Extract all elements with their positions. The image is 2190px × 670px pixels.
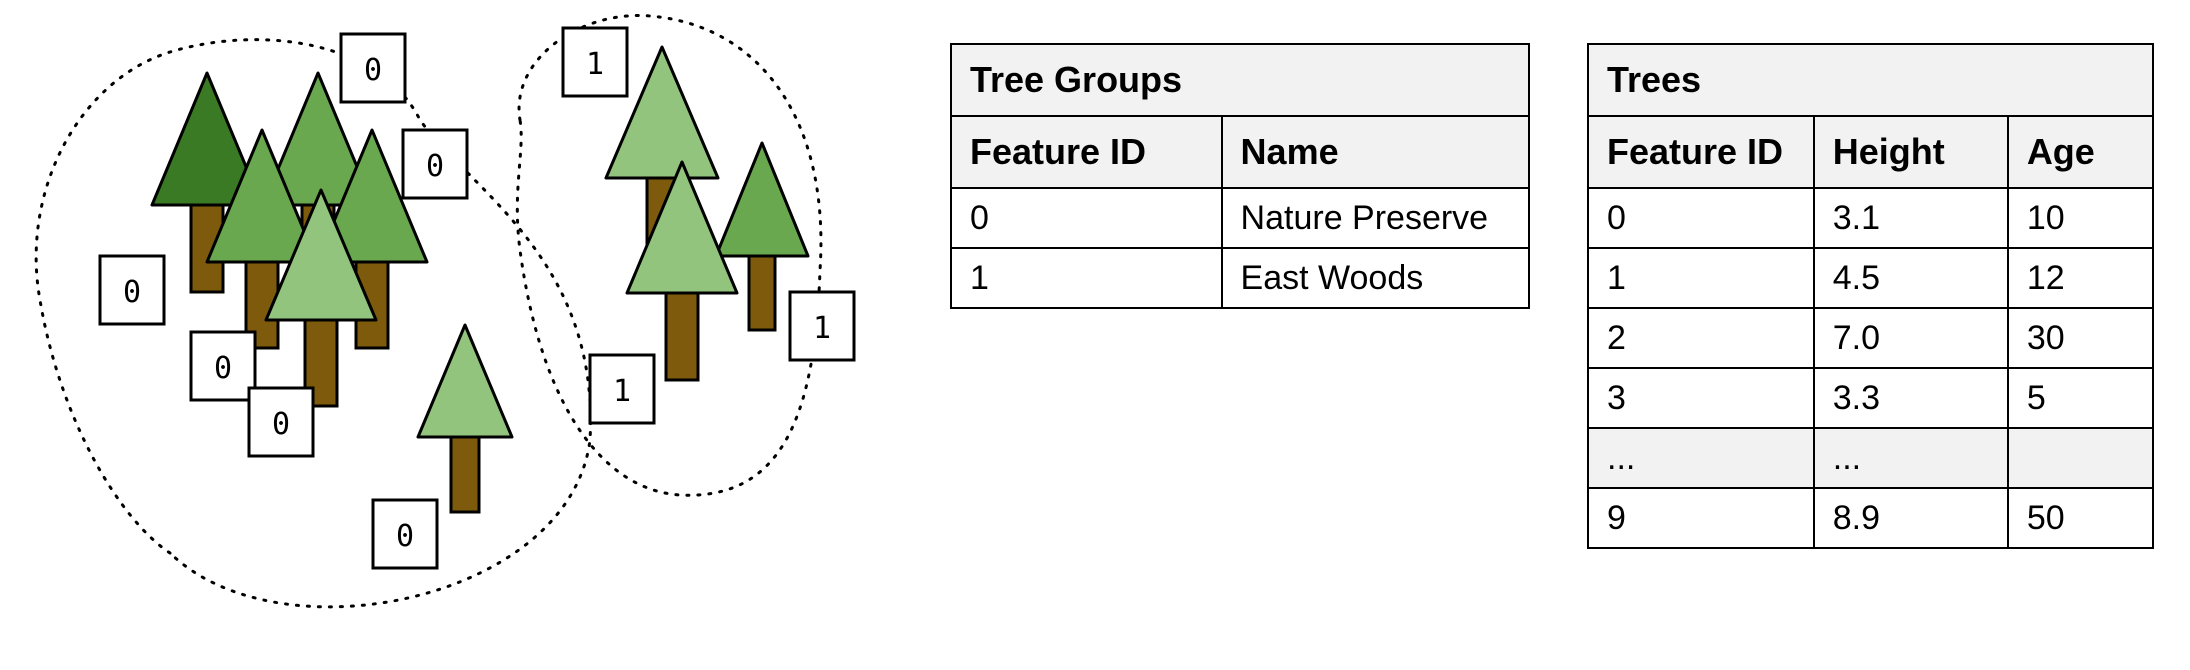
table-row: 1 East Woods (950, 247, 1531, 309)
table-row: 1 4.5 12 (1587, 247, 2155, 309)
table-cell: 2 (1587, 307, 1815, 369)
feature-id-box (561, 26, 629, 98)
feature-id-label: 0 (396, 519, 414, 554)
tree-icon (625, 160, 739, 382)
feature-id-badge: 0 (247, 386, 315, 458)
table-cell: 3 (1587, 367, 1815, 429)
tree-icon (150, 71, 264, 294)
table-row-ellipsis: ... ... (1587, 427, 2155, 489)
feature-id-box (339, 32, 407, 104)
tree-trunk (664, 285, 700, 382)
table-cell: 50 (2006, 487, 2155, 549)
tree-groups-title: Tree Groups (950, 43, 1530, 117)
column-header: Name (1220, 115, 1531, 189)
table-row: 9 8.9 50 (1587, 487, 2155, 549)
forest-diagram: 0 0 0 0 0 0 1 1 1 (34, 14, 856, 609)
table-cell: 1 (950, 247, 1223, 309)
feature-id-label: 0 (364, 53, 382, 88)
feature-id-badge: 0 (98, 254, 166, 326)
table-cell: 8.9 (1812, 487, 2009, 549)
column-header: Height (1812, 115, 2009, 189)
column-header: Age (2006, 115, 2155, 189)
table-cell: Nature Preserve (1220, 187, 1531, 249)
table-cell: 3.3 (1812, 367, 2009, 429)
table-cell: 7.0 (1812, 307, 2009, 369)
feature-id-label: 1 (813, 311, 831, 346)
tree-crown (604, 45, 720, 180)
group-1-boundary (515, 14, 823, 497)
feature-id-label: 0 (426, 149, 444, 184)
feature-id-badge: 1 (561, 26, 629, 98)
tree-crown (150, 71, 264, 207)
trees-table: Trees Feature ID Height Age 0 3.1 10 1 4… (1587, 43, 2155, 549)
tree-icon (416, 323, 514, 514)
feature-id-badge: 1 (788, 290, 856, 362)
tree-crown (205, 128, 319, 264)
feature-id-box (98, 254, 166, 326)
tree-crown (264, 188, 378, 322)
table-cell: 1 (1587, 247, 1815, 309)
table-cell: 30 (2006, 307, 2155, 369)
feature-id-box (371, 498, 439, 570)
feature-id-badge: 0 (189, 330, 257, 402)
feature-id-badge: 0 (339, 32, 407, 104)
table-cell (2006, 427, 2155, 489)
tree-groups-table: Tree Groups Feature ID Name 0 Nature Pre… (950, 43, 1531, 309)
table-row: 3 3.3 5 (1587, 367, 2155, 429)
tree-trunk (747, 248, 777, 332)
feature-id-box (588, 353, 656, 425)
table-cell: 5 (2006, 367, 2155, 429)
table-cell: ... (1812, 427, 2009, 489)
tree-trunk (449, 429, 481, 514)
tree-crown (714, 141, 810, 258)
feature-id-box (247, 386, 315, 458)
trees-title: Trees (1587, 43, 2154, 117)
feature-id-badge: 1 (588, 353, 656, 425)
column-header: Feature ID (950, 115, 1223, 189)
table-cell: 10 (2006, 187, 2155, 249)
table-row: 2 7.0 30 (1587, 307, 2155, 369)
feature-id-badge: 0 (401, 128, 469, 200)
feature-id-label: 0 (272, 407, 290, 442)
table-cell: ... (1587, 427, 1815, 489)
tree-crown (416, 323, 514, 439)
feature-id-label: 1 (586, 47, 604, 82)
tree-crown (315, 128, 429, 264)
table-cell: 0 (1587, 187, 1815, 249)
tree-icon (315, 128, 429, 350)
table-cell: East Woods (1220, 247, 1531, 309)
table-cell: 12 (2006, 247, 2155, 309)
table-cell: 9 (1587, 487, 1815, 549)
feature-id-box (788, 290, 856, 362)
table-cell: 3.1 (1812, 187, 2009, 249)
feature-id-box (401, 128, 469, 200)
feature-id-box (189, 330, 257, 402)
table-cell: 4.5 (1812, 247, 2009, 309)
table-row: 0 3.1 10 (1587, 187, 2155, 249)
table-cell: 0 (950, 187, 1223, 249)
feature-id-badge: 0 (371, 498, 439, 570)
table-row: 0 Nature Preserve (950, 187, 1531, 249)
feature-id-label: 0 (214, 351, 232, 386)
feature-id-label: 1 (613, 374, 631, 409)
tree-crown (625, 160, 739, 295)
tree-icon (714, 141, 810, 332)
column-header: Feature ID (1587, 115, 1815, 189)
feature-id-label: 0 (123, 275, 141, 310)
